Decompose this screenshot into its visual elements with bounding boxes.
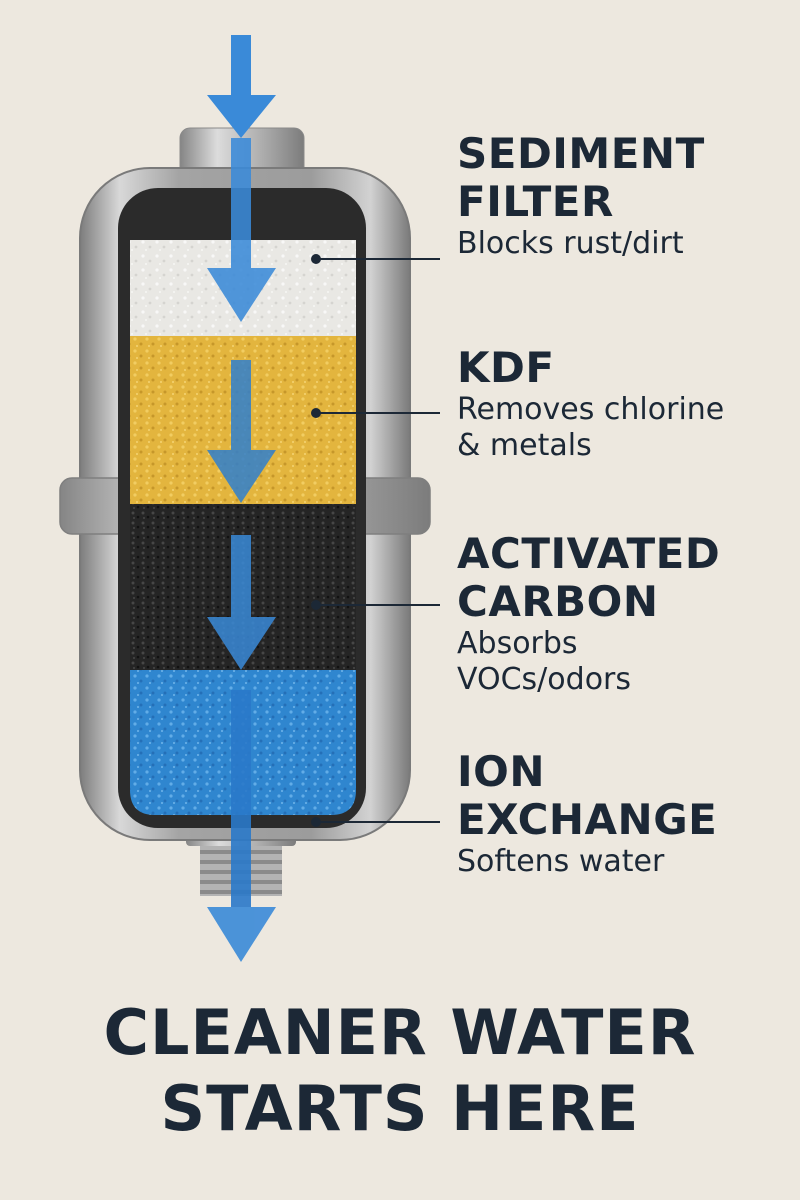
headline: CLEANER WATER STARTS HERE	[103, 996, 697, 1145]
layer-title: KDF	[457, 343, 555, 392]
water-flow-arrow-icon	[207, 138, 276, 322]
layer-description: Removes chlorine & metals	[457, 392, 725, 463]
label-carbon: ACTIVATED CARBON Absorbs VOCs/odors	[457, 530, 720, 698]
water-flow-arrow-icon	[207, 35, 276, 138]
label-kdf: KDF Removes chlorine & metals	[457, 344, 724, 464]
layer-description: Absorbs VOCs/odors	[457, 626, 632, 697]
layer-description: Softens water	[457, 844, 665, 879]
water-flow-arrow-icon	[207, 690, 276, 962]
water-flow-arrow-icon	[207, 535, 276, 670]
layer-title: SEDIMENT FILTER	[457, 129, 705, 226]
layer-title: ION EXCHANGE	[457, 747, 718, 844]
water-flow-arrow-icon	[207, 360, 276, 503]
layer-title: ACTIVATED CARBON	[457, 529, 721, 626]
leader-lines	[311, 254, 440, 827]
layer-description: Blocks rust/dirt	[457, 226, 684, 261]
label-ion-exchange: ION EXCHANGE Softens water	[457, 748, 717, 880]
label-sediment: SEDIMENT FILTER Blocks rust/dirt	[457, 130, 705, 262]
water-flow	[207, 35, 276, 962]
